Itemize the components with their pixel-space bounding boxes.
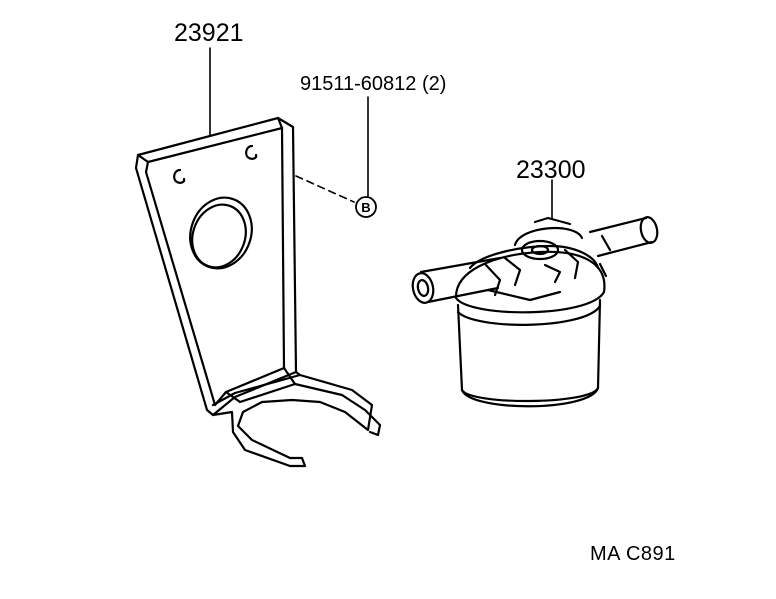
callout-circle (355, 196, 377, 218)
bracket-part-number: 23921 (174, 19, 244, 47)
callout-letter: B (361, 200, 370, 215)
fuel-filter-drawing (411, 216, 659, 408)
bolt-part-number: 91511-60812 (2) (300, 73, 447, 95)
figure-code: MA C891 (590, 543, 676, 565)
callout-dashed-line (295, 175, 355, 203)
fuel-filter-part-number: 23300 (516, 156, 586, 184)
bracket-drawing (134, 116, 382, 468)
